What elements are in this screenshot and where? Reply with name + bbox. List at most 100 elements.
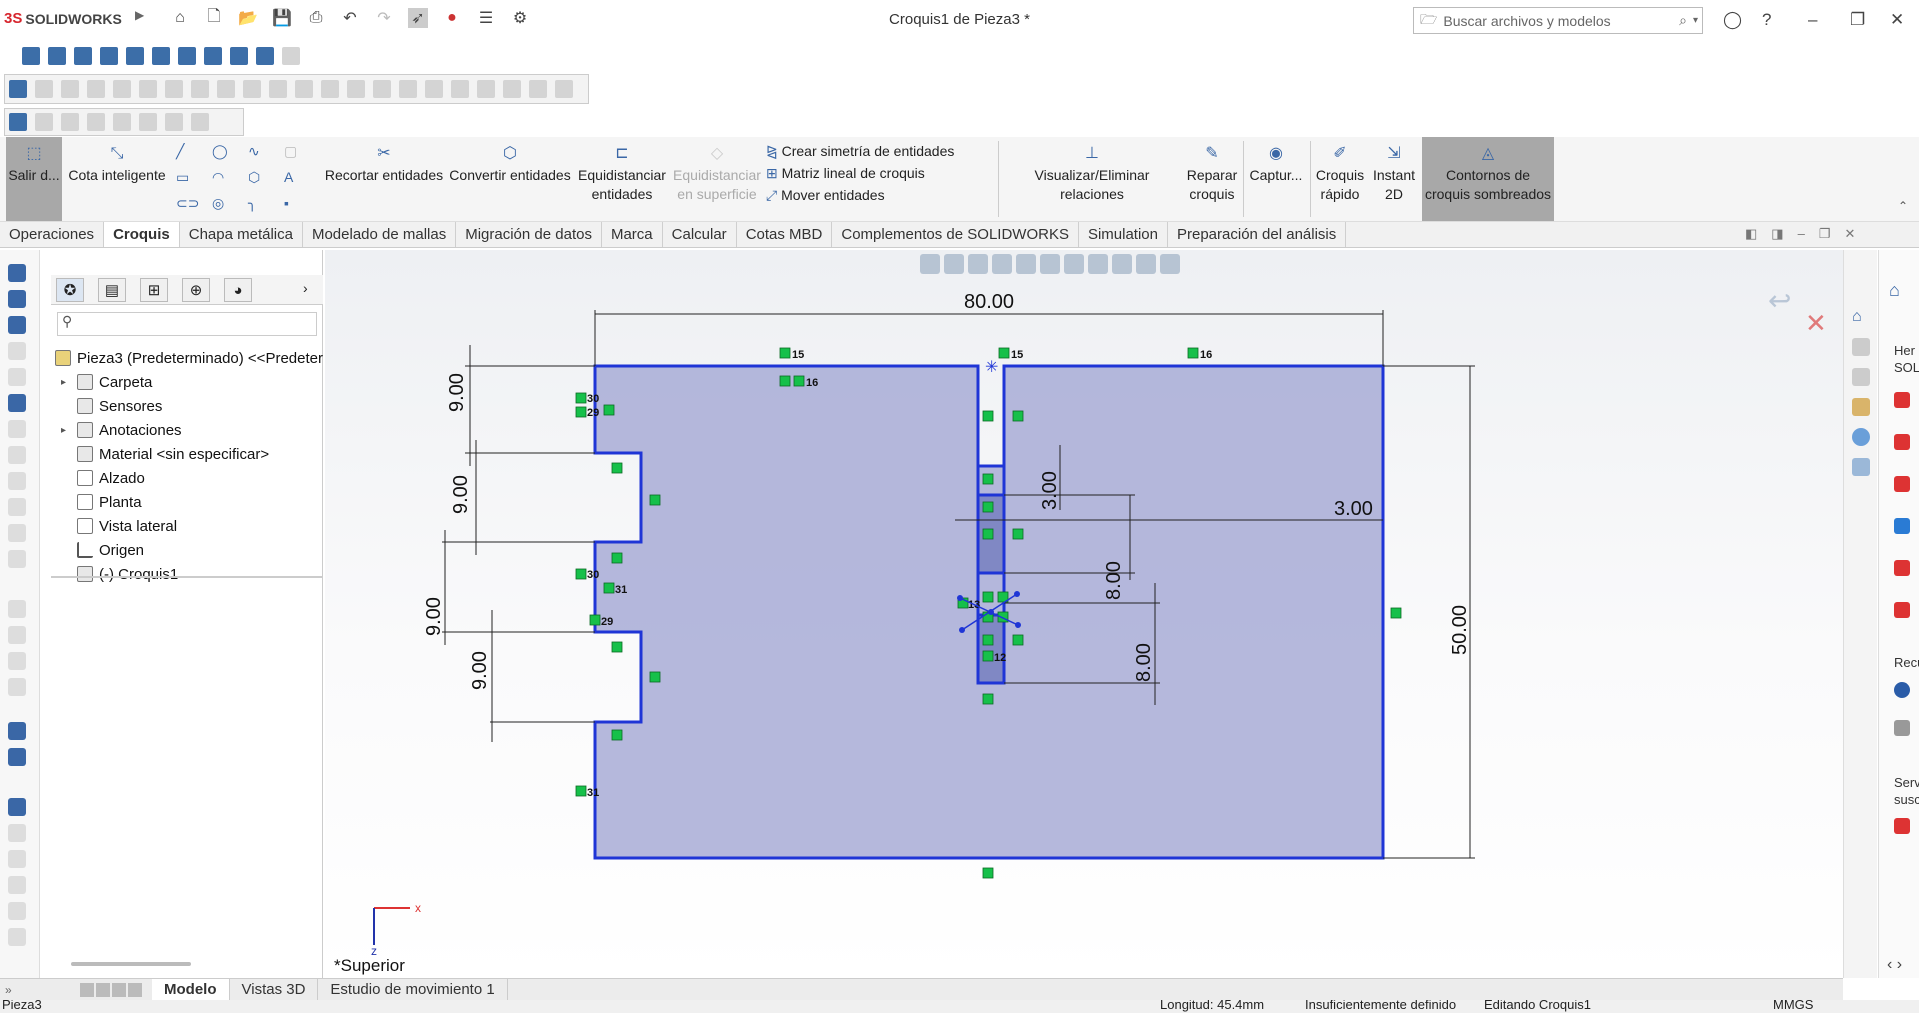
- strip-tool-19-icon[interactable]: [8, 798, 26, 816]
- print-icon[interactable]: ⎙: [309, 9, 323, 26]
- plane-icon[interactable]: ▢: [284, 143, 298, 159]
- tool-b-icon[interactable]: [1894, 434, 1910, 450]
- mirror-button[interactable]: ⧎ Crear simetría de entidades: [766, 143, 954, 160]
- tab-chapa-metalica[interactable]: Chapa metálica: [180, 222, 303, 247]
- quick-sketch-button[interactable]: ✐ Croquis rápido: [1314, 137, 1366, 221]
- curve-icon[interactable]: [425, 80, 443, 98]
- tree-item-vista-lateral[interactable]: Vista lateral: [61, 515, 177, 537]
- minimize-icon[interactable]: –: [1808, 10, 1818, 29]
- relation-icon[interactable]: [611, 552, 623, 564]
- sketch-center-lines[interactable]: [976, 466, 1006, 683]
- section-view-icon[interactable]: [992, 254, 1012, 274]
- move-button[interactable]: ⤢ Mover entidades: [766, 187, 954, 204]
- cancel-sketch-icon[interactable]: ✕: [1805, 308, 1827, 338]
- tool-c-icon[interactable]: [61, 113, 79, 131]
- tree-item-origen[interactable]: Origen: [61, 539, 144, 561]
- relation-icon[interactable]: [982, 693, 994, 705]
- close-icon[interactable]: ✕: [1890, 10, 1905, 29]
- feature-tree-tab-icon[interactable]: ✪: [56, 278, 84, 302]
- relation-icon[interactable]: [982, 473, 994, 485]
- trim-button[interactable]: ✂ Recortar entidades: [322, 137, 446, 221]
- tool-h-icon[interactable]: [191, 113, 209, 131]
- view-dimetric-icon[interactable]: [256, 47, 274, 65]
- tab-marca[interactable]: Marca: [602, 222, 663, 247]
- search-icon[interactable]: ⌕: [1679, 12, 1687, 28]
- view-palette-icon[interactable]: [1852, 398, 1870, 416]
- relation-icon[interactable]: [793, 375, 805, 387]
- chevron-down-icon[interactable]: ▾: [1692, 15, 1698, 26]
- panel-scrollbar[interactable]: [71, 962, 191, 966]
- help-icon[interactable]: ?: [1762, 10, 1772, 29]
- dim-width[interactable]: 80.00: [964, 291, 1014, 313]
- sketch-tool-icon[interactable]: [282, 47, 300, 65]
- strip-tool-3-icon[interactable]: [8, 316, 26, 334]
- view-trimetric-icon[interactable]: [230, 47, 248, 65]
- pattern-icon[interactable]: [295, 80, 313, 98]
- strip-tool-4-icon[interactable]: [8, 342, 26, 360]
- doc-minimize-icon[interactable]: –: [1797, 226, 1805, 241]
- strip-tool-2-icon[interactable]: [8, 290, 26, 308]
- tree-item-croquis1[interactable]: (-) Croquis1: [61, 563, 178, 585]
- tool-e-icon[interactable]: [113, 113, 131, 131]
- relation-icon[interactable]: [982, 528, 994, 540]
- restore-icon[interactable]: ❐: [1850, 10, 1866, 29]
- display-style-icon[interactable]: [1064, 254, 1084, 274]
- strip-tool-18-icon[interactable]: [8, 748, 26, 766]
- instant-2d-button[interactable]: ⇲ Instant 2D: [1368, 137, 1420, 221]
- tree-root[interactable]: Pieza3 (Predeterminado) <<Predeter: [55, 347, 323, 369]
- strip-tool-10-icon[interactable]: [8, 498, 26, 516]
- undo-icon[interactable]: ↶: [343, 10, 357, 27]
- tool-f-icon[interactable]: [1894, 602, 1910, 618]
- tab-simulation[interactable]: Simulation: [1079, 222, 1168, 247]
- relation-icon[interactable]: [1012, 634, 1024, 646]
- mirror-feature-icon[interactable]: [321, 80, 339, 98]
- strip-tool-17-icon[interactable]: [8, 722, 26, 740]
- view-front-icon[interactable]: [48, 47, 66, 65]
- save-icon[interactable]: 💾: [272, 10, 292, 27]
- zoom-fit-icon[interactable]: [920, 254, 940, 274]
- strip-tool-20-icon[interactable]: [8, 824, 26, 842]
- relation-icon[interactable]: [575, 392, 587, 404]
- next-tab-icon[interactable]: [112, 982, 126, 997]
- pane-nav-arrows-icon[interactable]: ‹ ›: [1887, 956, 1903, 973]
- expand-icon[interactable]: ▸: [61, 424, 67, 436]
- panel-expand-icon[interactable]: ›: [303, 280, 308, 296]
- repair-sketch-button[interactable]: ✎ Reparar croquis: [1184, 137, 1240, 221]
- shell-icon[interactable]: [217, 80, 235, 98]
- view-top-icon[interactable]: [152, 47, 170, 65]
- relation-icon[interactable]: [982, 410, 994, 422]
- strip-tool-14-icon[interactable]: [8, 626, 26, 644]
- convert-button[interactable]: ⬡ Convertir entidades: [448, 137, 572, 221]
- tool-d-icon[interactable]: [1894, 518, 1910, 534]
- search-box[interactable]: 🗁 Buscar archivos y modelos ⌕ ▾: [1413, 7, 1703, 34]
- smart-dimension-button[interactable]: ⤡ Cota inteligente: [66, 137, 168, 221]
- appearance-icon[interactable]: [1112, 254, 1132, 274]
- extrude-icon[interactable]: [9, 80, 27, 98]
- relation-icon[interactable]: [575, 568, 587, 580]
- new-document-icon[interactable]: 🗋: [207, 7, 221, 25]
- previous-view-icon[interactable]: [968, 254, 988, 274]
- tab-calcular[interactable]: Calcular: [663, 222, 737, 247]
- view-orientation-icon[interactable]: [1040, 254, 1060, 274]
- tab-complementos[interactable]: Complementos de SOLIDWORKS: [832, 222, 1079, 247]
- view-back-icon[interactable]: [74, 47, 92, 65]
- relation-icon[interactable]: [982, 501, 994, 513]
- relation-icon[interactable]: [982, 650, 994, 662]
- expand-icon[interactable]: ▸: [61, 376, 67, 388]
- doc-restore-icon[interactable]: ❐: [1818, 226, 1831, 241]
- prev-tab-icon[interactable]: [96, 982, 110, 997]
- tree-filter[interactable]: ⚲: [57, 312, 317, 336]
- normal-to-icon[interactable]: [22, 47, 40, 65]
- tree-item-anotaciones[interactable]: ▸Anotaciones: [61, 419, 182, 441]
- relation-icon[interactable]: [649, 671, 661, 683]
- linear-pattern-button[interactable]: ⊞ Matriz lineal de croquis: [766, 165, 954, 182]
- ellipse-icon[interactable]: ◎: [212, 195, 225, 211]
- relation-icon[interactable]: [611, 729, 623, 741]
- split-icon[interactable]: [477, 80, 495, 98]
- task-home-icon[interactable]: ⌂: [1889, 280, 1900, 300]
- view-settings-icon[interactable]: [1160, 254, 1180, 274]
- file-explorer-icon[interactable]: [1852, 368, 1870, 386]
- strip-tool-24-icon[interactable]: [8, 928, 26, 946]
- relation-icon[interactable]: [982, 591, 994, 603]
- tool-i-icon[interactable]: [1894, 818, 1910, 834]
